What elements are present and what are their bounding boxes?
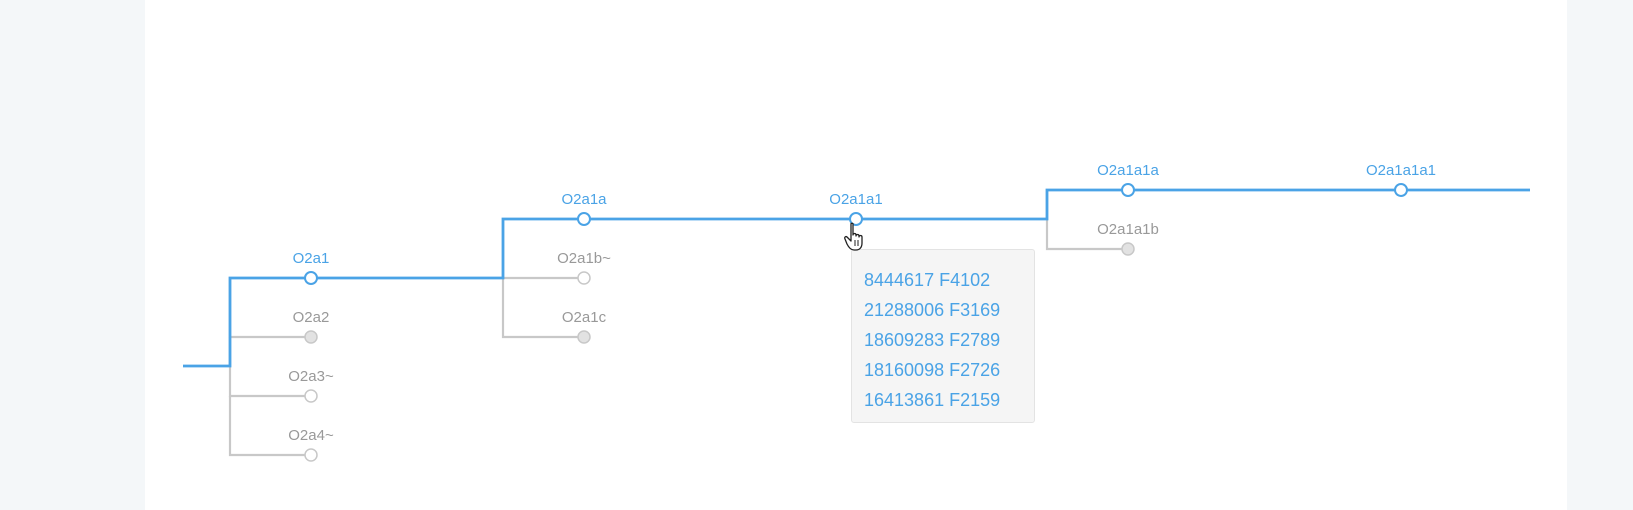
node-o2a1c[interactable]: O2a1c <box>562 309 607 344</box>
node-o2a1[interactable]: O2a1 <box>293 250 330 285</box>
node-o2a3[interactable]: O2a3~ <box>288 368 334 403</box>
node-tooltip: 8444617 F4102 21288006 F3169 18609283 F2… <box>851 249 1035 423</box>
link-o2a3 <box>228 337 311 398</box>
node-label: O2a1c <box>562 309 607 326</box>
link-o2a1a1b <box>1045 219 1128 251</box>
tooltip-line: 21288006 F3169 <box>864 300 1001 320</box>
node-o2a1a1a1[interactable]: O2a1a1a1 <box>1366 162 1436 197</box>
active-links <box>183 188 1530 368</box>
link-o2a4 <box>228 396 311 457</box>
node-o2a2[interactable]: O2a2 <box>293 309 330 344</box>
node-label: O2a1 <box>293 250 330 267</box>
node-o2a1a1[interactable]: O2a1a1 <box>829 191 883 226</box>
node-o2a1a1a[interactable]: O2a1a1a <box>1097 162 1160 197</box>
node-label: O2a3~ <box>288 368 334 385</box>
link-o2a2 <box>228 278 311 339</box>
node-label: O2a2 <box>293 309 330 326</box>
node-label: O2a1a1 <box>829 191 882 208</box>
node-label: O2a1a1a <box>1097 162 1159 179</box>
node-o2a1a[interactable]: O2a1a <box>561 191 607 226</box>
node-o2a1a1b[interactable]: O2a1a1b <box>1097 221 1159 256</box>
tooltip-line: 8444617 F4102 <box>864 270 991 290</box>
node-label: O2a1a1a1 <box>1366 162 1436 179</box>
tooltip-line: 18160098 F2726 <box>864 360 1001 380</box>
node-label: O2a4~ <box>288 427 334 444</box>
link-o2a1c <box>501 278 584 339</box>
node-o2a1b[interactable]: O2a1b~ <box>557 250 611 285</box>
link-root-o2a1 <box>183 276 311 368</box>
node-label: O2a1a <box>561 191 607 208</box>
node-label: O2a1a1b <box>1097 221 1159 238</box>
node-label: O2a1b~ <box>557 250 611 267</box>
node-o2a4[interactable]: O2a4~ <box>288 427 334 462</box>
link-o2a1a1-o2a1a1a <box>856 188 1128 221</box>
tooltip-line: 16413861 F2159 <box>864 390 1001 410</box>
link-o2a1-o2a1a <box>311 217 584 280</box>
tooltip-line: 18609283 F2789 <box>864 330 1001 350</box>
hand-pointer-icon <box>844 222 863 251</box>
